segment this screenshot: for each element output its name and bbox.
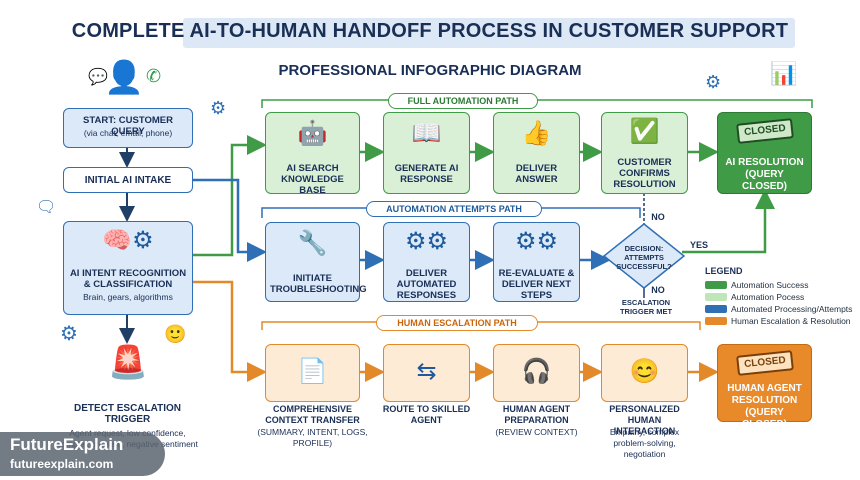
ai-search-label: AI SEARCH KNOWLEDGE BASE — [281, 163, 344, 196]
open-book-icon: 📖 — [411, 120, 442, 147]
human-resolution-label: HUMAN AGENT RESOLUTION (QUERY CLOSED) — [727, 383, 802, 430]
gears-icon-2: ⚙⚙ — [514, 228, 559, 255]
legend-swatch-attempts — [705, 305, 727, 313]
re-evaluate-box: ⚙⚙ RE-EVALUATE & DELIVER NEXT STEPS — [493, 222, 580, 302]
title-highlight — [183, 18, 795, 48]
decision-no-bottom-label: NO — [651, 285, 665, 295]
ai-resolution-label: AI RESOLUTION (QUERY CLOSED) — [725, 157, 804, 192]
legend-label: Human Escalation & Resolution — [731, 316, 851, 326]
watermark-badge: FutureExplain futureexplain.com — [0, 432, 165, 476]
decision-diamond — [602, 223, 686, 289]
deliver-automated-label: DELIVER AUTOMATED RESPONSES — [396, 268, 457, 301]
human-interaction-box: 😊 — [601, 344, 688, 402]
page-subtitle: PROFESSIONAL INFOGRAPHIC DIAGRAM — [278, 62, 582, 79]
legend-item: Automation Success — [705, 279, 855, 291]
generate-ai-response-box: 📖 GENERATE AI RESPONSE — [383, 112, 470, 194]
legend-swatch-process — [705, 293, 727, 301]
initial-ai-intake-box: INITIAL AI INTAKE — [63, 167, 193, 193]
context-transfer-box: 📄 — [265, 344, 360, 402]
legend-item: Automation Pocess — [705, 291, 855, 303]
chat-bubble-icon: 💬 — [88, 69, 108, 86]
deliver-answer-label: DELIVER ANSWER — [515, 163, 558, 185]
watermark-name: FutureExplain — [10, 435, 124, 454]
person-icon: 👤 — [104, 59, 144, 95]
context-transfer-title: COMPREHENSIVE CONTEXT TRANSFER — [265, 404, 360, 425]
smiley-chat-icon: 🙂 — [164, 324, 187, 344]
message-icon: 🗨 — [36, 199, 57, 216]
headset-agent-icon: 🎧 — [521, 358, 552, 385]
gears-icon: ⚙⚙ — [404, 228, 449, 255]
re-evaluate-label: RE-EVALUATE & DELIVER NEXT STEPS — [498, 268, 575, 301]
thumbs-up-icon: 👍 — [521, 120, 552, 147]
legend-label: Automation Pocess — [731, 292, 805, 302]
deliver-answer-box: 👍 DELIVER ANSWER — [493, 112, 580, 194]
whatsapp-icon: ✆ — [146, 66, 162, 86]
escalation-title: DETECT ESCALATION TRIGGER — [73, 403, 182, 425]
human-interaction-subtitle: Empathy, complex problem-solving, negoti… — [609, 427, 680, 459]
page-title: COMPLETE AI-TO-HUMAN HANDOFF PROCESS IN … — [71, 20, 789, 42]
legend-label: Automated Processing/Attempts — [731, 304, 853, 314]
closed-sign-human: CLOSED — [735, 350, 794, 376]
gear-icon-right: ⚙ — [705, 72, 722, 92]
ai-search-knowledge-box: 🤖 AI SEARCH KNOWLEDGE BASE — [265, 112, 360, 196]
document-transfer-icon: 📄 — [297, 358, 328, 385]
siren-icon: 🚨 — [108, 344, 148, 380]
deliver-automated-responses-box: ⚙⚙ DELIVER AUTOMATED RESPONSES — [383, 222, 470, 302]
legend-title: LEGEND — [705, 266, 743, 276]
human-interaction-title: PERSONALIZED HUMAN INTERACTION — [609, 404, 680, 436]
start-customer-query-box: START: CUSTOMER QUERY (via chat, email, … — [63, 108, 193, 148]
automation-attempts-path-label: AUTOMATION ATTEMPTS PATH — [366, 201, 542, 217]
check-circle-icon: ✅ — [629, 118, 660, 145]
wrench-screwdriver-icon: 🔧 — [297, 230, 328, 257]
route-agent-box: ⇆ — [383, 344, 470, 402]
intent-subtitle: Brain, gears, algorithms — [83, 292, 173, 302]
route-agent-title: ROUTE TO SKILLED AGENT — [382, 404, 471, 425]
intake-label: INITIAL AI INTAKE — [84, 175, 172, 186]
ai-resolution-box: CLOSED AI RESOLUTION (QUERY CLOSED) — [717, 112, 812, 194]
watermark-url: futureexplain.com — [10, 457, 114, 471]
legend-swatch-human — [705, 317, 727, 325]
decision-no-top-label: NO — [651, 212, 665, 222]
ai-intent-recognition-box: 🧠⚙ AI INTENT RECOGNITION & CLASSIFICATIO… — [63, 221, 193, 315]
brain-gears-icon: 🧠⚙ — [102, 227, 154, 254]
gear-icon-top: ⚙ — [210, 98, 227, 118]
context-transfer-subtitle: (SUMMARY, INTENT, LOGS, PROFILE) — [257, 427, 368, 448]
decision-yes-label: YES — [689, 240, 708, 250]
agent-preparation-subtitle: (REVIEW CONTEXT) — [495, 427, 578, 437]
initiate-troubleshooting-box: 🔧 INITIATE TROUBLESHOOTING — [265, 222, 367, 302]
escalation-trigger-met-label: ESCALATION TRIGGER MET — [619, 298, 673, 316]
route-arrows-icon: ⇆ — [416, 358, 437, 385]
start-subtitle: (via chat, email, phone) — [83, 128, 173, 138]
legend-swatch-success — [705, 281, 727, 289]
smiley-agent-icon: 😊 — [629, 358, 660, 385]
legend-label: Automation Success — [731, 280, 809, 290]
intent-title: AI INTENT RECOGNITION & CLASSIFICATION — [69, 268, 187, 290]
human-resolution-box: CLOSED HUMAN AGENT RESOLUTION (QUERY CLO… — [717, 344, 812, 430]
customer-confirms-label: CUSTOMER CONFIRMS RESOLUTION — [613, 157, 676, 190]
agent-preparation-box: 🎧 — [493, 344, 580, 402]
legend-item: Human Escalation & Resolution — [705, 315, 855, 327]
start-title: START: CUSTOMER QUERY — [83, 115, 173, 137]
decision-label: DECISION: ATTEMPTS SUCCESSFUL? — [616, 244, 672, 271]
robot-icon: 🤖 — [297, 120, 328, 147]
full-automation-path-label: FULL AUTOMATION PATH — [388, 93, 538, 109]
agent-preparation-title: HUMAN AGENT PREPARATION — [502, 404, 571, 425]
legend-item: Automated Processing/Attempts — [705, 303, 855, 315]
human-escalation-path-label: HUMAN ESCALATION PATH — [376, 315, 538, 331]
closed-sign: CLOSED — [735, 118, 794, 144]
legend: LEGEND Automation Success Automation Poc… — [705, 266, 855, 327]
initiate-troubleshooting-label: INITIATE TROUBLESHOOTING — [270, 273, 367, 295]
customer-confirms-box: ✅ CUSTOMER CONFIRMS RESOLUTION — [601, 112, 688, 194]
gear-icon: ⚙ — [60, 323, 78, 345]
bar-chart-icon: 📊 — [770, 61, 798, 86]
generate-response-label: GENERATE AI RESPONSE — [394, 163, 459, 185]
